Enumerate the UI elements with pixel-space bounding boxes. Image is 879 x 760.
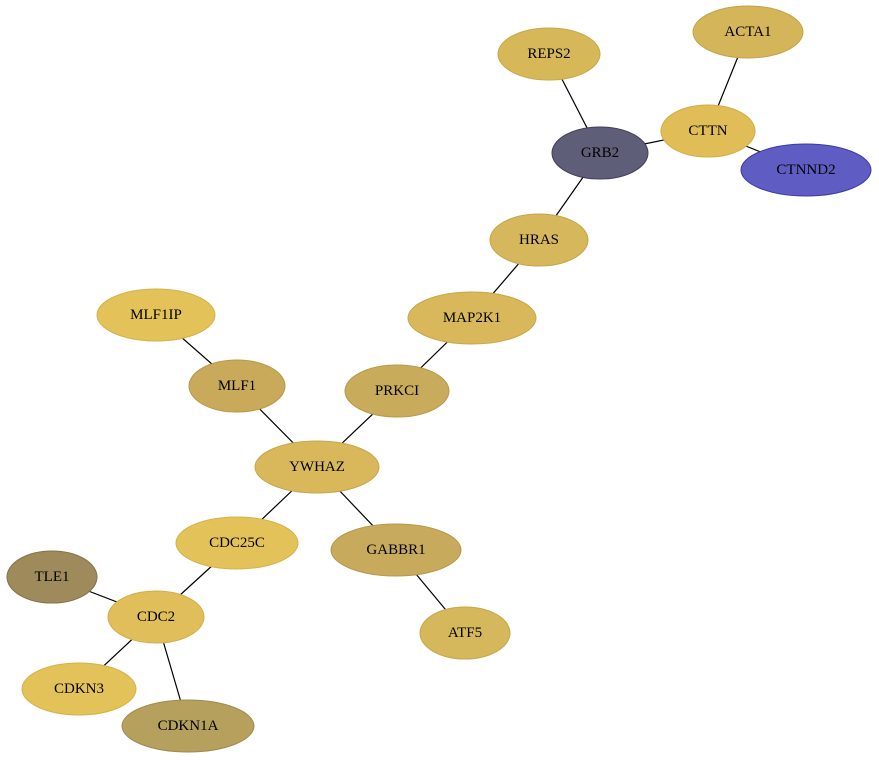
node-label: MLF1IP	[130, 307, 182, 323]
node-mlf1ip[interactable]: MLF1IP	[96, 288, 216, 342]
node-ellipse	[6, 550, 98, 604]
node-cdkn1a[interactable]: CDKN1A	[121, 699, 255, 753]
node-tle1[interactable]: TLE1	[6, 550, 98, 604]
node-ellipse	[497, 27, 601, 81]
node-ellipse	[660, 104, 756, 158]
node-hras[interactable]: HRAS	[489, 213, 589, 267]
node-label: GRB2	[581, 145, 619, 161]
node-mlf1[interactable]: MLF1	[188, 359, 286, 413]
node-map2k1[interactable]: MAP2K1	[407, 291, 537, 345]
node-cdc2[interactable]: CDC2	[107, 590, 205, 644]
node-label: CDKN1A	[158, 718, 219, 734]
node-cttn[interactable]: CTTN	[660, 104, 756, 158]
node-atf5[interactable]: ATF5	[419, 606, 511, 660]
node-cdkn3[interactable]: CDKN3	[21, 662, 137, 716]
node-ywhaz[interactable]: YWHAZ	[254, 440, 380, 494]
node-ellipse	[489, 213, 589, 267]
node-label: TLE1	[35, 569, 70, 585]
node-ellipse	[188, 359, 286, 413]
node-label: CDKN3	[54, 681, 104, 697]
node-ellipse	[407, 291, 537, 345]
node-label: CTNND2	[776, 162, 835, 178]
node-ellipse	[551, 126, 649, 180]
node-grb2[interactable]: GRB2	[551, 126, 649, 180]
node-label: ACTA1	[724, 24, 771, 40]
node-reps2[interactable]: REPS2	[497, 27, 601, 81]
node-label: HRAS	[519, 232, 559, 248]
node-ellipse	[254, 440, 380, 494]
node-gabbr1[interactable]: GABBR1	[330, 523, 462, 577]
node-label: ATF5	[448, 625, 482, 641]
node-label: YWHAZ	[289, 459, 345, 475]
node-ellipse	[107, 590, 205, 644]
node-ctnnd2[interactable]: CTNND2	[740, 143, 872, 197]
node-label: MLF1	[218, 378, 256, 394]
node-ellipse	[330, 523, 462, 577]
node-ellipse	[21, 662, 137, 716]
node-ellipse	[419, 606, 511, 660]
node-label: GABBR1	[366, 542, 425, 558]
node-label: CDC2	[137, 609, 175, 625]
node-acta1[interactable]: ACTA1	[692, 5, 804, 59]
node-cdc25c[interactable]: CDC25C	[175, 516, 299, 570]
node-ellipse	[96, 288, 216, 342]
node-ellipse	[692, 5, 804, 59]
node-prkci[interactable]: PRKCI	[344, 364, 450, 418]
node-label: CTTN	[688, 123, 727, 139]
node-label: CDC25C	[209, 535, 265, 551]
node-ellipse	[344, 364, 450, 418]
node-ellipse	[121, 699, 255, 753]
node-label: MAP2K1	[443, 310, 501, 326]
node-label: REPS2	[527, 46, 570, 62]
node-ellipse	[740, 143, 872, 197]
node-ellipse	[175, 516, 299, 570]
node-label: PRKCI	[375, 383, 419, 399]
